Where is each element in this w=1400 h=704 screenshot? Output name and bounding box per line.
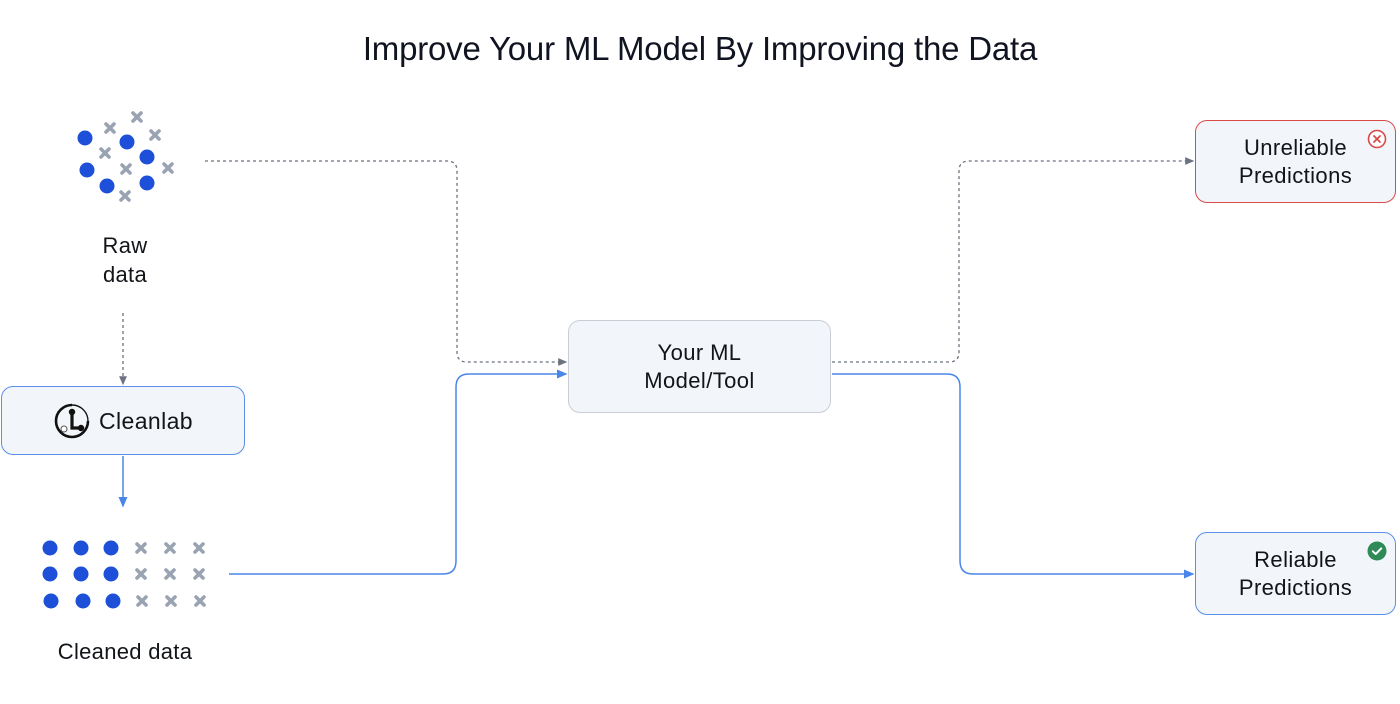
raw-data-label: Raw data — [102, 233, 148, 287]
reliable-predictions-label: Reliable Predictions — [1238, 546, 1353, 600]
ml-model-node[interactable]: Your ML Model/Tool — [568, 320, 831, 413]
cleanlab-node[interactable]: Cleanlab — [1, 386, 245, 455]
check-circle-icon — [1367, 541, 1387, 561]
unreliable-predictions-label: Unreliable Predictions — [1238, 134, 1353, 188]
cleanlab-logo-icon — [54, 403, 90, 438]
edge-model-to-reliable — [832, 373, 1195, 579]
reliable-predictions-node[interactable]: Reliable Predictions — [1195, 532, 1396, 615]
x-circle-icon — [1367, 129, 1387, 149]
ml-model-label: Your ML Model/Tool — [644, 339, 755, 393]
edge-model-to-unreliable — [832, 157, 1195, 363]
grid-points-icon — [42, 540, 206, 609]
scatter-points-icon — [77, 111, 174, 202]
diagram-title: Improve Your ML Model By Improving the D… — [362, 30, 1038, 67]
unreliable-predictions-node[interactable]: Unreliable Predictions — [1195, 120, 1396, 203]
cleaned-data-label: Cleaned data — [57, 639, 193, 664]
cleanlab-label: Cleanlab — [99, 407, 193, 434]
edge-cleaned-to-model — [229, 369, 568, 575]
edge-raw-to-model — [205, 160, 568, 366]
